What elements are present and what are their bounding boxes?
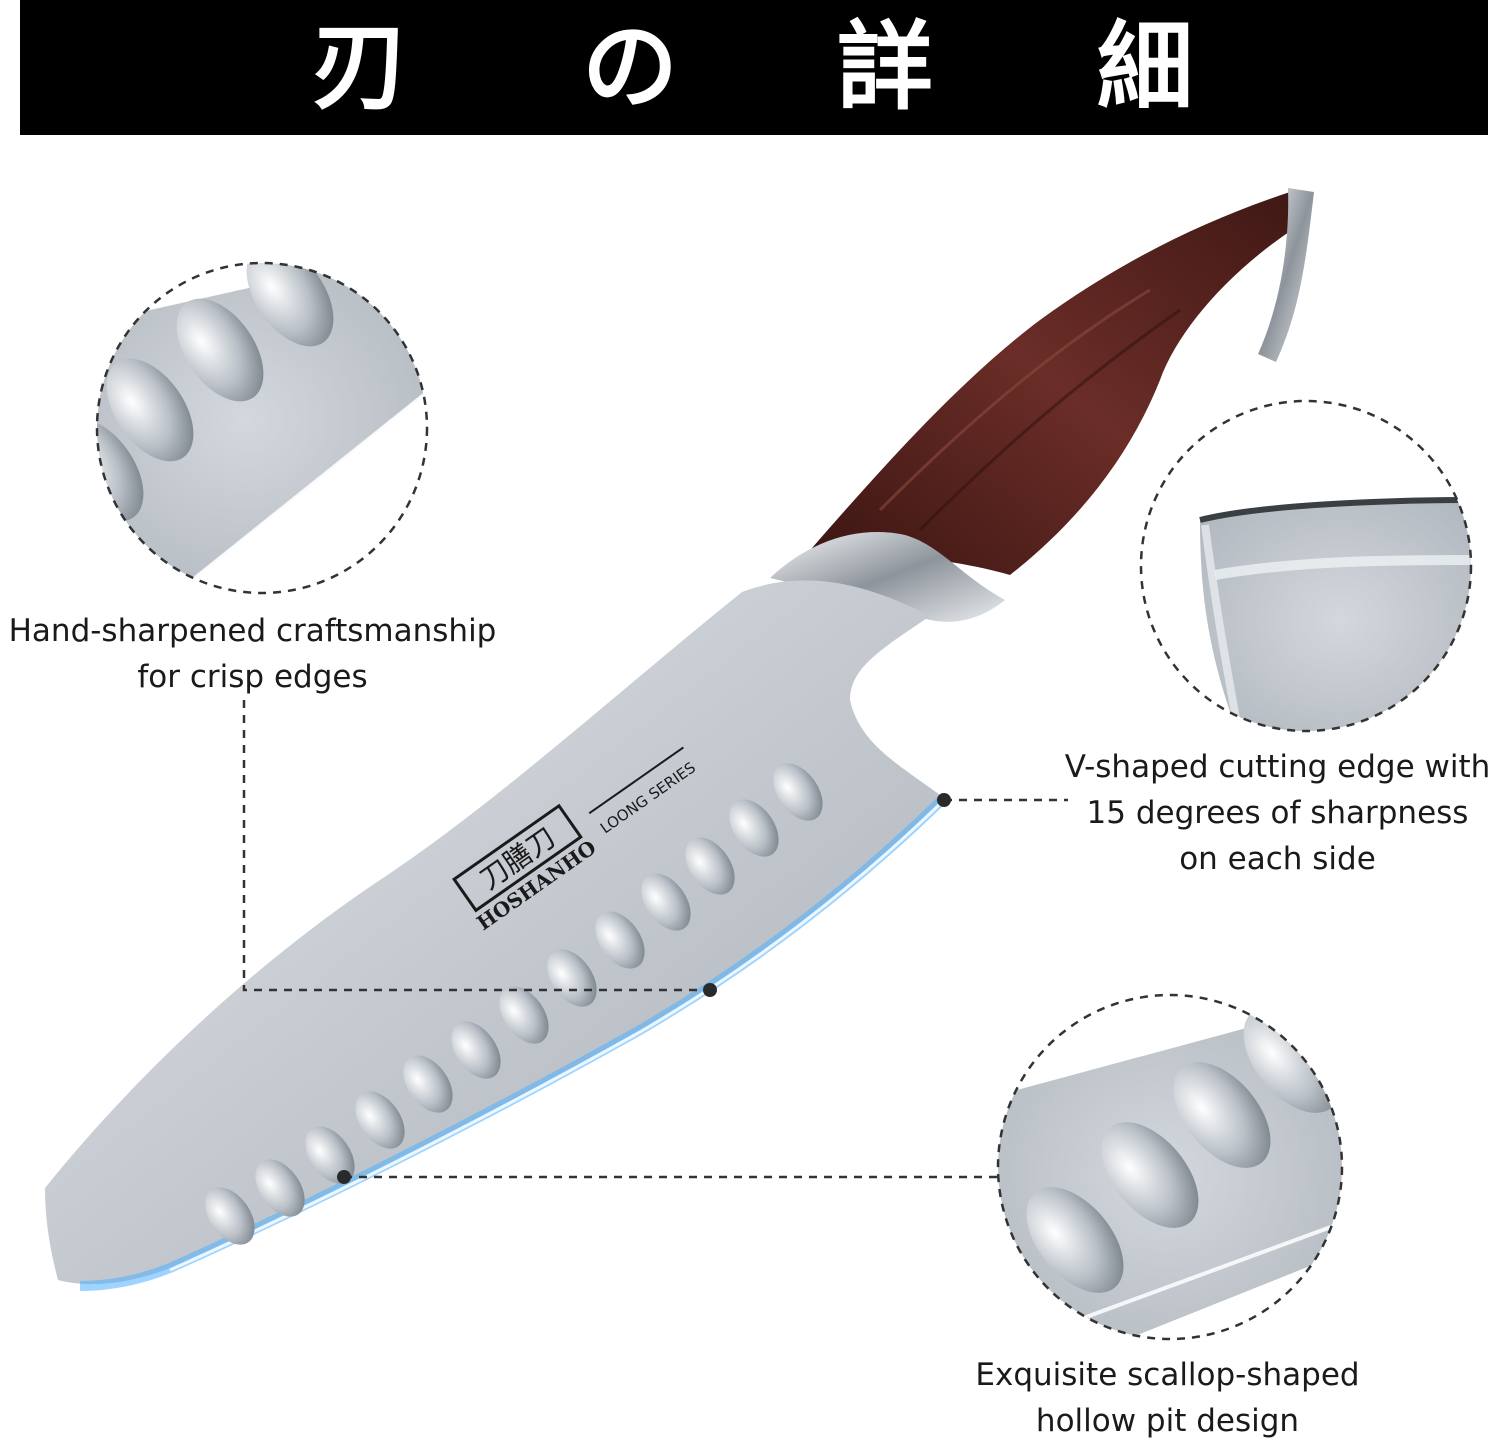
title-char-4: 細 [1097,10,1193,123]
knife-handle [812,192,1298,575]
knife-bolster [770,531,1005,622]
caption-line: on each side [1179,841,1376,877]
leader-dot-v-edge [937,793,951,807]
caption-scallop: Exquisite scallop-shaped hollow pit desi… [965,1352,1370,1444]
caption-hand-sharpened: Hand-sharpened craftsmanship for crisp e… [0,608,505,700]
leader-lines [242,700,1068,1179]
caption-v-edge: V-shaped cutting edge with 15 degrees of… [1055,744,1500,882]
leader-dot-scallop [337,1170,351,1184]
caption-line: hollow pit design [1035,1403,1300,1439]
handle-end-cap [1258,188,1314,362]
leader-hand-sharpened [242,700,708,992]
title-char-3: 詳 [837,10,933,123]
knife-blade [45,580,944,1285]
title-banner: 刃 の 詳 細 [20,0,1488,135]
caption-line: Exquisite scallop-shaped [975,1357,1360,1393]
caption-line: 15 degrees of sharpness [1086,795,1469,831]
title-char-2: の [582,10,678,123]
detail-circle-hand-sharpened [95,261,429,595]
leader-dot-hand-sharpened [703,983,717,997]
edge-glow [79,794,948,1291]
detail-circle-v-edge [1139,399,1473,733]
caption-line: Hand-sharpened craftsmanship [8,613,497,649]
caption-line: V-shaped cutting edge with [1064,749,1491,785]
title-char-1: 刃 [312,10,408,123]
caption-line: for crisp edges [137,659,368,695]
blade-scallop-pits [205,763,823,1245]
detail-circle-scallop [996,993,1344,1341]
